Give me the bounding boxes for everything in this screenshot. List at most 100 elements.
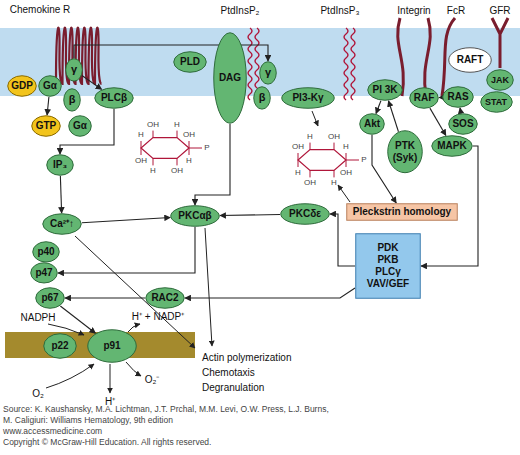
protein-ellipse: RAS	[442, 86, 474, 108]
node-label: p22	[51, 340, 68, 352]
ring-bond	[141, 141, 142, 148]
ellipse-shape	[95, 88, 134, 109]
leader-arrow	[48, 324, 84, 335]
annotation-label: Chemokine R	[10, 4, 71, 16]
annotation-label: H	[307, 132, 313, 141]
signal-arrow	[185, 288, 355, 298]
ellipse-shape	[171, 206, 220, 227]
annotation-label: OH	[328, 132, 340, 141]
node-label: PLCγ	[375, 266, 401, 278]
node-label: VAV/GEF	[367, 278, 409, 290]
ellipse-shape	[449, 48, 492, 73]
protein-ellipse: SOS	[448, 113, 478, 135]
leader-arrow	[205, 228, 212, 346]
protein-ellipse: GTP	[31, 115, 61, 137]
annotation-label: OH	[183, 130, 195, 139]
ellipse-shape	[69, 116, 92, 137]
phosphate-bond	[346, 160, 359, 161]
leader-arrow	[312, 111, 318, 126]
node-label: SOS	[452, 118, 473, 130]
annotation-label: OH	[135, 156, 147, 165]
node-label: PDK	[377, 242, 398, 254]
signal-arrow	[47, 97, 49, 115]
ellipse-shape	[32, 116, 61, 137]
annotation-label: Source: K. Kaushansky, M.A. Lichtman, J.…	[3, 405, 329, 415]
ring-bond	[298, 153, 299, 160]
protein-ellipse: MAPK	[431, 135, 473, 157]
annotation-label: H	[150, 167, 156, 176]
annotation-label: H	[295, 168, 301, 177]
protein-ellipse: PLD	[173, 51, 207, 73]
ellipse-shape	[443, 87, 474, 108]
protein-ellipse: β	[253, 86, 271, 110]
ellipse-shape	[410, 88, 439, 109]
annotation-label: H	[343, 142, 349, 151]
phosphate-bond	[189, 148, 202, 149]
node-label: Ca²⁺↑	[50, 218, 74, 230]
ring-bond	[310, 143, 311, 150]
node-label: PKB	[377, 254, 398, 266]
protein-ellipse: p22	[43, 333, 77, 359]
signal-arrow	[376, 101, 381, 114]
annotation-label: FcR	[447, 5, 465, 17]
annotation-label: NADPH	[20, 312, 55, 324]
signal-arrow	[65, 297, 145, 298]
node-label: p47	[35, 267, 52, 279]
protein-ellipse: IP₃	[46, 154, 74, 176]
ellipse-shape	[260, 62, 277, 84]
protein-ellipse: RAFT	[448, 47, 492, 73]
node-label: RAFT	[457, 54, 484, 66]
protein-ellipse: Akt	[359, 113, 385, 135]
ellipse-shape	[31, 263, 58, 283]
signal-arrow	[60, 306, 95, 333]
ring-bond	[310, 170, 311, 177]
protein-ellipse: RAF	[409, 87, 439, 109]
ellipse-shape	[43, 214, 82, 235]
ring-bond	[153, 131, 154, 138]
ellipse-shape	[282, 88, 335, 109]
annotation-label: O₂	[32, 388, 44, 400]
node-label: STAT	[485, 97, 507, 108]
node-label: PLCβ	[101, 92, 127, 104]
annotation-label: P	[204, 143, 209, 152]
annotation-label: H	[174, 120, 180, 129]
signal-arrow	[82, 217, 170, 222]
protein-ellipse: p40	[32, 241, 60, 263]
signal-arrow	[330, 214, 355, 266]
ellipse-shape	[33, 242, 60, 262]
node-label: p40	[37, 246, 54, 258]
leader-arrow	[338, 185, 350, 202]
ring-bond	[334, 170, 335, 177]
protein-ellipse: Gα	[38, 75, 62, 97]
ring-bond	[189, 141, 190, 148]
ellipse-shape	[47, 155, 74, 176]
ellipse-shape	[39, 76, 62, 97]
ring-bond	[153, 158, 154, 165]
node-label: Gα	[43, 80, 57, 92]
protein-ellipse: PI3-Kγ	[281, 87, 335, 109]
node-label: RAF	[414, 92, 435, 104]
annotation-label: OH	[171, 167, 183, 176]
signal-arrow	[60, 176, 61, 213]
protein-ellipse: STAT	[480, 91, 513, 113]
node-label: p91	[103, 340, 120, 352]
ellipse-shape	[174, 52, 207, 73]
protein-ellipse: γ	[259, 61, 277, 85]
node-label: PTK	[395, 140, 415, 152]
ellipse-shape	[36, 288, 65, 309]
annotation-label: Chemotaxis	[202, 367, 255, 379]
node-label: p67	[41, 292, 58, 304]
ellipse-shape	[368, 80, 403, 101]
signal-arrow	[220, 214, 280, 215]
node-label: DAG	[219, 72, 241, 84]
signal-arrow	[388, 101, 398, 132]
node-label: IP₃	[53, 159, 67, 171]
ellipse-shape	[388, 131, 423, 173]
protein-ellipse: GDP	[7, 75, 37, 97]
leader-arrow	[126, 362, 141, 376]
node-label: RAS	[447, 91, 468, 103]
integrin-receptor	[398, 18, 431, 96]
signal-arrow	[195, 124, 230, 205]
node-label: Pleckstrin homology	[353, 206, 451, 218]
annotation-label: OH	[292, 142, 304, 151]
